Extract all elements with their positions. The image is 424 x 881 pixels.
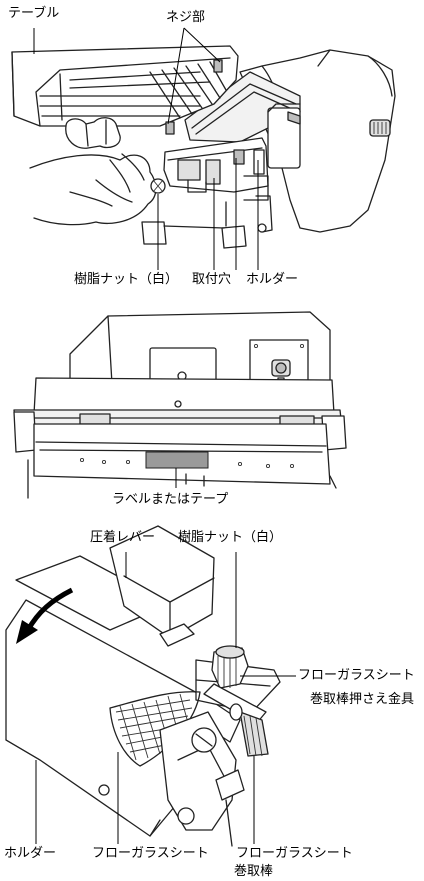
label-screw: ネジ部 <box>166 10 206 25</box>
label-retainer-line1: フローガラスシート <box>298 668 415 683</box>
label-retainer-line2: 巻取棒押さえ金具 <box>310 692 415 707</box>
label-mount-hole: 取付穴 <box>192 272 232 287</box>
hand-lower <box>29 153 166 226</box>
machine-feet <box>141 201 247 249</box>
holder-plate <box>163 137 273 233</box>
label-flow-glass-sheet: フローガラスシート <box>92 846 209 861</box>
label-holder: ホルダー <box>246 272 299 287</box>
label-label-or-tape: ラベルまたはテープ <box>112 492 229 507</box>
label-resin-nut: 樹脂ナット（白） <box>74 272 179 287</box>
label-rod-line2: 巻取棒 <box>234 864 274 879</box>
label-table: テーブル <box>8 6 60 21</box>
hand-upper <box>65 117 121 149</box>
label-press-lever: 圧着レバー <box>90 530 156 545</box>
sealing-bar <box>184 71 301 169</box>
label-holder-2: ホルダー <box>4 846 57 861</box>
table <box>11 45 239 135</box>
label-resin-nut-2: 樹脂ナット（白） <box>178 530 283 545</box>
label-rod-line1: フローガラスシート <box>236 846 353 861</box>
